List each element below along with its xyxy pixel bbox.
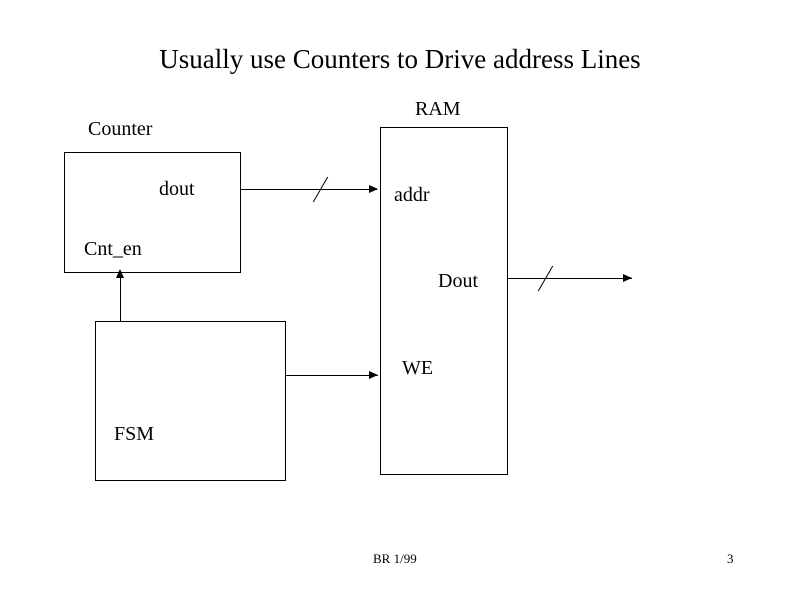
arrowhead-counter-cnt-en (116, 269, 124, 278)
counter-cnt-en-label: Cnt_en (84, 238, 142, 260)
counter-block-label: Counter (88, 118, 153, 140)
wire-ram-dout-output (508, 278, 632, 279)
counter-block (64, 152, 241, 273)
ram-dout-label: Dout (438, 270, 478, 292)
fsm-block (95, 321, 286, 481)
page-number: 3 (727, 551, 734, 566)
counter-dout-label: dout (159, 178, 195, 200)
ram-we-label: WE (402, 357, 434, 379)
ram-block (380, 127, 508, 475)
page-title: Usually use Counters to Drive address Li… (159, 44, 641, 74)
ram-block-label: RAM (415, 98, 461, 120)
arrowhead-ram-we (369, 371, 378, 379)
ram-addr-label: addr (394, 184, 430, 206)
fsm-block-label: FSM (114, 423, 155, 445)
wire-fsm-to-ram-we (286, 375, 378, 376)
wire-fsm-to-counter-cnt-en (120, 273, 121, 322)
arrowhead-ram-dout-output (623, 274, 632, 282)
wire-counter-dout-to-ram-addr (241, 189, 377, 190)
arrowhead-ram-addr (369, 185, 378, 193)
footer-note: BR 1/99 (373, 551, 417, 566)
